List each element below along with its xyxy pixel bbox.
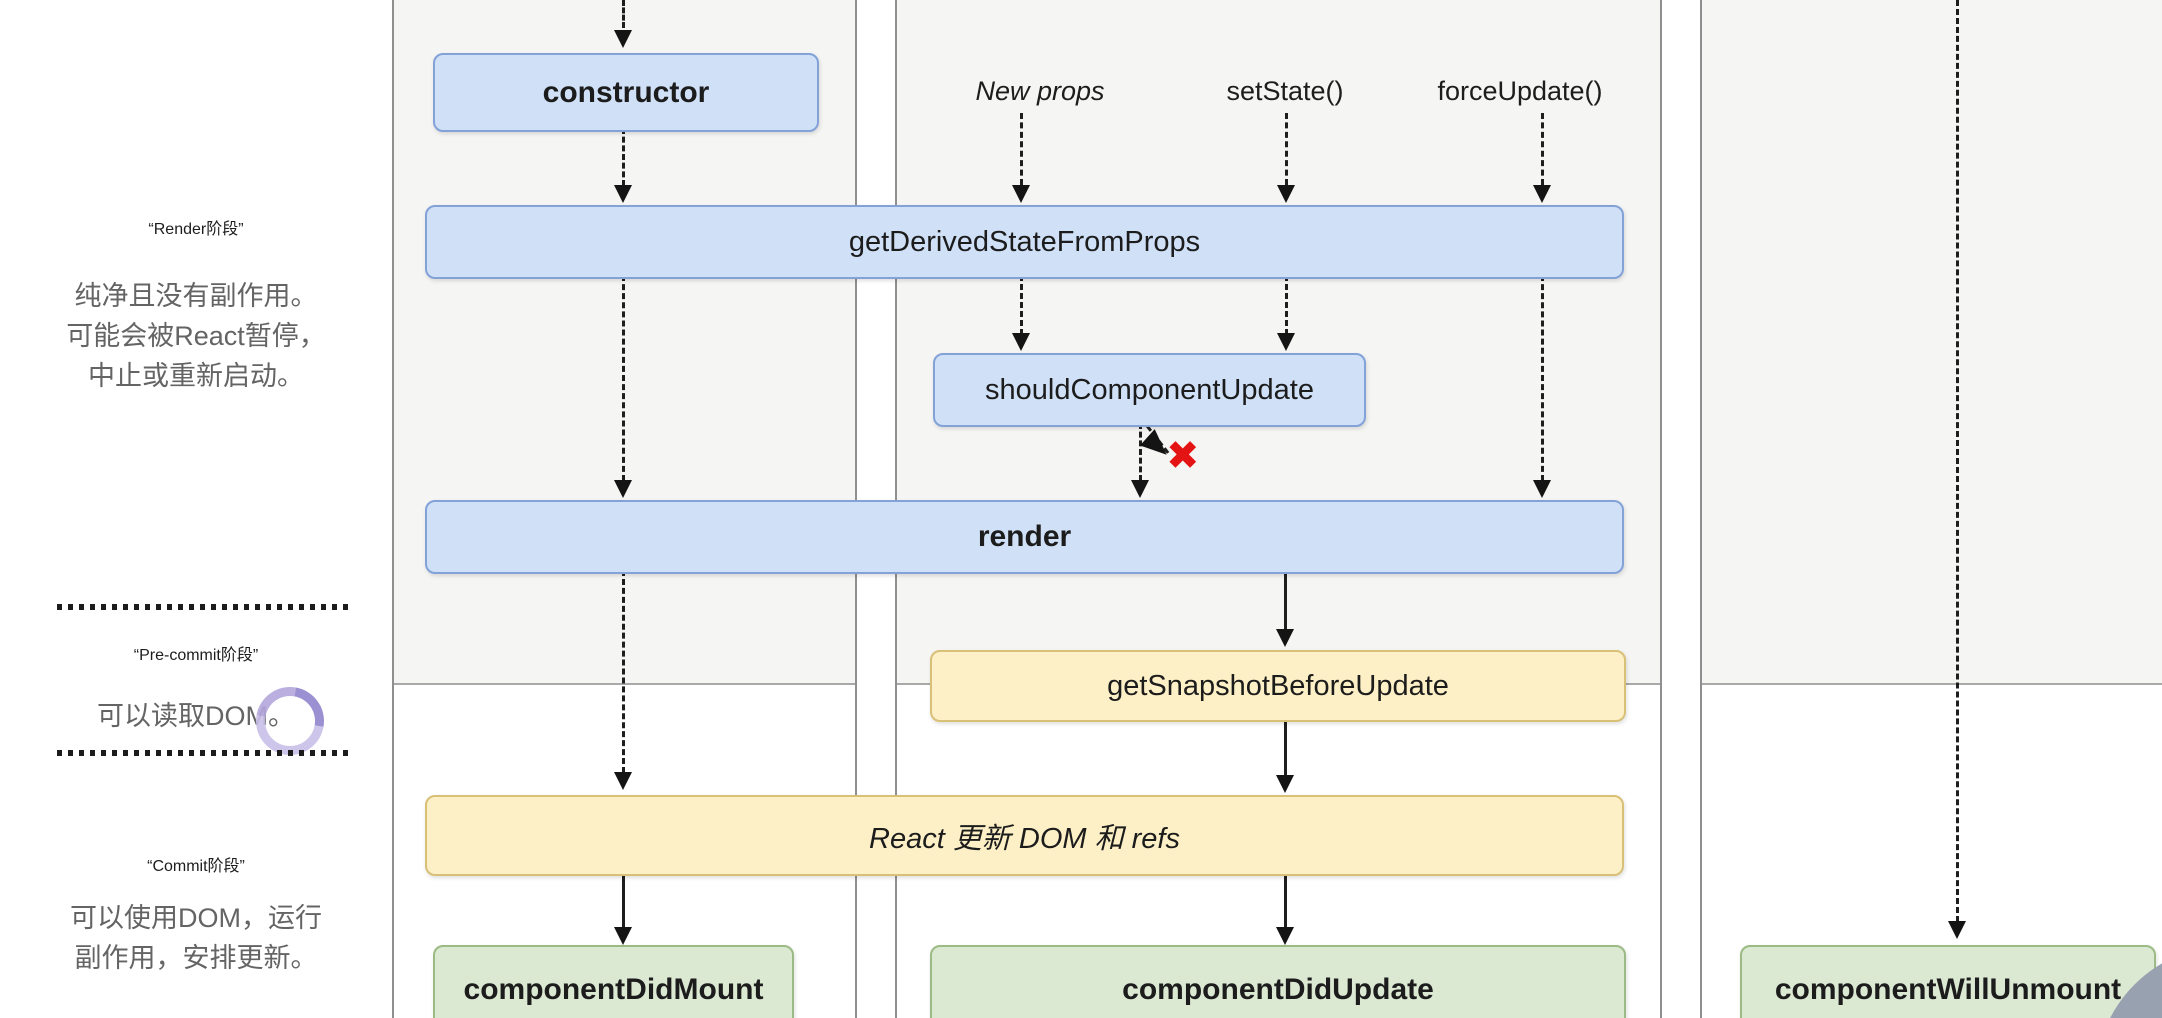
dashed-arrow-forceupdate-to-render [1541,275,1544,481]
arrowhead [1131,480,1149,498]
arrowhead [1276,629,1294,647]
phase-render-description: 纯净且没有副作用。 可能会被React暂停， 中止或重新启动。 [0,276,392,396]
solid-arrow-render-to-getsnapshot [1284,570,1287,630]
arrowhead [1533,185,1551,203]
arrowhead [1012,185,1030,203]
arrowhead [1948,921,1966,939]
dashed-arrow-setstate [1285,113,1288,185]
phase-precommit-description: 可以读取DOM。 [0,696,392,736]
red-x-icon: ✖ [1166,434,1200,478]
phase-commit-line-2: 副作用，安排更新。 [74,943,318,973]
column-unmounting [1700,0,2162,1018]
lifecycle-box-componentwillunmount[interactable]: componentWillUnmount [1740,945,2156,1018]
solid-arrow-to-didmount [622,872,625,928]
arrowhead [1276,775,1294,793]
dashed-arrow-shouldupdate-to-render [1139,423,1142,481]
lifecycle-box-componentdidupdate[interactable]: componentDidUpdate [930,945,1626,1018]
lifecycle-box-getderivedstatefromprops[interactable]: getDerivedStateFromProps [425,205,1624,279]
dashed-arrow-render-to-reactupdates [622,570,625,773]
lifecycle-box-constructor[interactable]: constructor [433,53,819,132]
phase-precommit-line-1: 可以读取DOM。 [97,701,295,731]
arrowhead [614,927,632,945]
lifecycle-box-componentdidmount[interactable]: componentDidMount [433,945,794,1018]
arrowhead [1533,480,1551,498]
phase-render-line-2: 可能会被React暂停， [66,321,326,351]
lifecycle-box-shouldcomponentupdate[interactable]: shouldComponentUpdate [933,353,1366,427]
label-set-state: setState() [1226,76,1344,106]
arrowhead [1012,333,1030,351]
dashed-arrow-newprops [1020,113,1023,185]
label-force-update: forceUpdate() [1437,76,1603,106]
phase-commit-description: 可以使用DOM，运行 副作用，安排更新。 [0,898,392,978]
dotted-separator-bottom [57,750,353,756]
lifecycle-box-getsnapshotbeforeupdate[interactable]: getSnapshotBeforeUpdate [930,650,1626,722]
lifecycle-box-react-updates-dom: React 更新 DOM 和 refs [425,795,1624,876]
phase-commit-title: “Commit阶段” [147,858,245,875]
arrowhead [1276,927,1294,945]
solid-arrow-to-didupdate [1284,872,1287,928]
arrowhead [614,480,632,498]
phase-commit-line-1: 可以使用DOM，运行 [70,903,322,933]
arrowhead [1277,333,1295,351]
solid-arrow-getsnapshot-to-reactupdates [1284,718,1287,776]
arrowhead [1277,185,1295,203]
phase-render-line-3: 中止或重新启动。 [88,361,304,391]
dotted-separator-top [57,604,353,610]
label-new-props: New props [975,76,1105,106]
arrowhead [614,772,632,790]
dashed-arrow-constructor-to-getderived [622,128,625,186]
arrowhead [614,30,632,48]
dashed-arrow-to-willunmount [1956,0,1959,922]
phase-precommit-title: “Pre-commit阶段” [133,647,259,664]
dashed-arrow-getderived-to-render-left [622,275,625,481]
dashed-arrow-to-shouldupdate-right [1285,275,1288,335]
dashed-arrow-top-to-constructor [622,0,625,28]
phase-render-line-1: 纯净且没有副作用。 [74,281,318,311]
render-phase-shade-unmounting [1702,0,2162,685]
dashed-arrow-to-shouldupdate-left [1020,275,1023,335]
arrowhead [614,185,632,203]
lifecycle-box-render[interactable]: render [425,500,1624,574]
dashed-arrow-forceupdate [1541,113,1544,185]
phase-render-title: “Render阶段” [148,221,244,238]
